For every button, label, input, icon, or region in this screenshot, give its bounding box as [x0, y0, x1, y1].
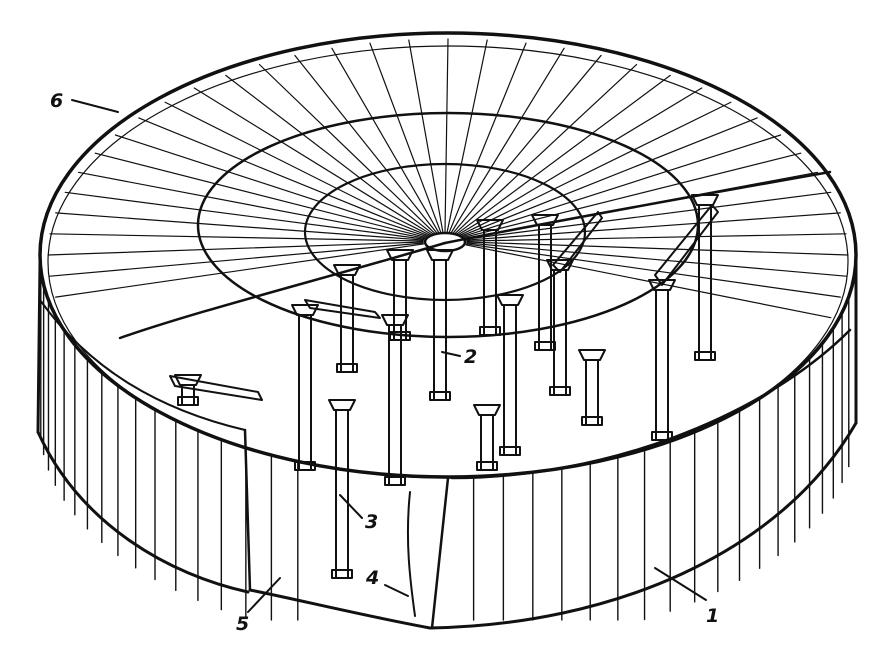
- column-capital: [291, 304, 319, 316]
- column: [531, 214, 559, 351]
- column-base: [581, 416, 603, 426]
- column-capital: [174, 374, 202, 386]
- roof-rafter: [465, 212, 841, 241]
- column: [473, 404, 501, 471]
- column-base: [336, 363, 358, 373]
- column-base: [694, 351, 716, 361]
- column-capital: [531, 214, 559, 226]
- column-base: [294, 461, 316, 471]
- roof-rafter: [461, 117, 758, 237]
- roof-rafter: [258, 63, 436, 234]
- roof-rafter: [466, 242, 847, 277]
- roof-rafter: [49, 233, 424, 242]
- column-capital: [648, 279, 676, 291]
- column-base: [499, 446, 521, 456]
- column: [328, 399, 356, 579]
- column-base: [384, 476, 406, 486]
- roof-rafter: [294, 54, 438, 234]
- column-capital: [381, 314, 409, 326]
- callouts: 6 2 3 4 5 1: [50, 90, 719, 635]
- column: [648, 279, 676, 441]
- roof-rafter: [465, 191, 832, 240]
- column-base: [476, 461, 498, 471]
- column-capital: [426, 249, 454, 261]
- roof-rafter: [408, 39, 444, 233]
- roof-rafter: [446, 39, 488, 233]
- roof-rafter: [463, 152, 802, 238]
- roof-rafter: [114, 134, 428, 238]
- column-capital: [476, 219, 504, 231]
- column-capital: [328, 399, 356, 411]
- column-base: [429, 391, 451, 401]
- column: [426, 249, 454, 401]
- column-capital: [691, 194, 719, 206]
- roof-rafter: [47, 241, 424, 256]
- roof-frame: [47, 38, 849, 340]
- callout-2: 2: [464, 346, 477, 368]
- callout-1: 1: [706, 605, 719, 627]
- roof-rafter: [466, 241, 849, 256]
- callout-4: 4: [365, 567, 379, 589]
- column-base: [389, 331, 411, 341]
- roof-rafter: [193, 87, 432, 235]
- column: [291, 304, 319, 471]
- roof-rafter: [448, 42, 527, 233]
- roof-rafter: [164, 101, 431, 236]
- column-capital: [473, 404, 501, 416]
- column-capital: [386, 249, 414, 261]
- roof-rafter: [465, 243, 841, 298]
- column-base: [331, 569, 353, 579]
- column-base: [549, 386, 571, 396]
- column: [386, 249, 414, 341]
- column: [476, 219, 504, 336]
- columns: [174, 194, 719, 579]
- callout-5: 5: [236, 613, 249, 635]
- roof-rafter: [55, 212, 425, 241]
- roof-rafter: [94, 152, 427, 238]
- column-capital: [333, 264, 361, 276]
- roof-rafter: [465, 244, 832, 319]
- column-base: [534, 341, 556, 351]
- callout-3: 3: [365, 511, 378, 533]
- column: [578, 349, 606, 426]
- column-base: [177, 396, 199, 406]
- roof-rafter: [456, 74, 671, 235]
- column: [496, 294, 524, 456]
- column-base: [651, 431, 673, 441]
- roof-rafter: [331, 47, 440, 234]
- roof-rafter: [450, 47, 565, 234]
- roof-rafter: [225, 74, 434, 235]
- roof-rafter: [64, 191, 425, 240]
- roof-rafter: [458, 87, 703, 235]
- roof-rafter: [55, 243, 425, 298]
- column: [174, 374, 202, 406]
- roof-rafter: [454, 63, 638, 234]
- column-capital: [578, 349, 606, 361]
- roof-rafter: [452, 54, 602, 234]
- column: [333, 264, 361, 373]
- roof-rafter: [49, 242, 424, 277]
- roof-rafter: [138, 117, 429, 237]
- roof-rafter: [466, 233, 847, 242]
- roof-rafter: [77, 171, 426, 239]
- callout-6: 6: [50, 90, 63, 112]
- column: [691, 194, 719, 361]
- column-capital: [496, 294, 524, 306]
- column-base: [479, 326, 501, 336]
- roof-rafter: [459, 101, 732, 236]
- floor: [248, 491, 432, 630]
- roof-rafter: [462, 134, 782, 238]
- roof-rafter: [369, 42, 442, 233]
- roof-rafter: [444, 38, 449, 233]
